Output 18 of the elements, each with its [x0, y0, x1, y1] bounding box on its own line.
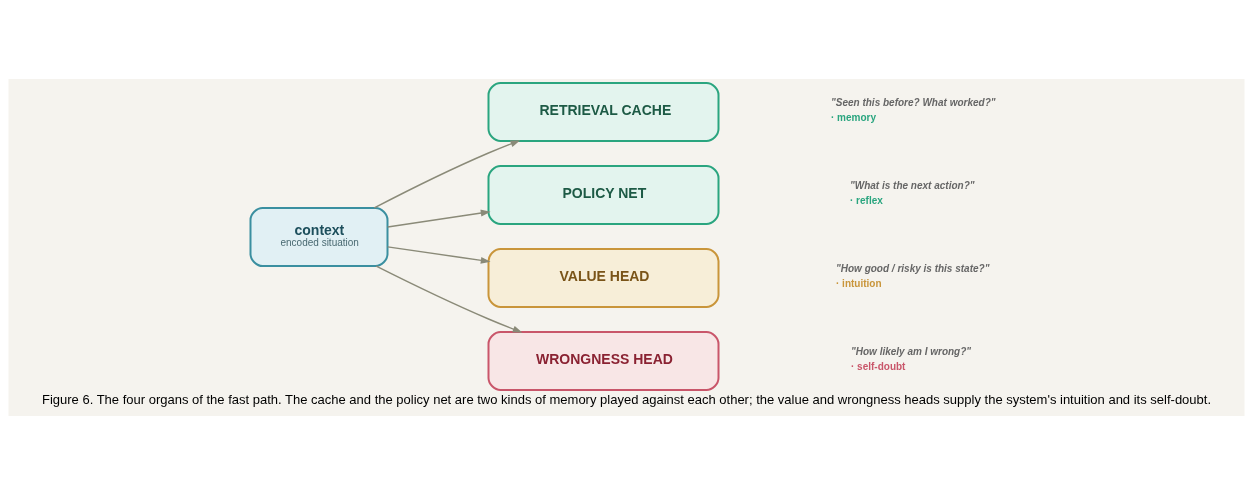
node-label: · reflex: [850, 194, 883, 206]
node-box: VALUE HEAD: [487, 247, 720, 308]
arrow: [386, 209, 491, 228]
node-label: "What is the next action?": [850, 179, 975, 191]
node-label: "Seen this before? What worked?": [831, 96, 996, 108]
node-label: · memory: [831, 111, 877, 123]
arrow: [375, 264, 523, 333]
arrow: [373, 139, 521, 209]
node-box: WRONGNESS HEAD: [487, 330, 720, 391]
node-box: POLICY NET: [487, 164, 720, 225]
arrow: [386, 245, 491, 264]
node-box: RETRIEVAL CACHE: [487, 81, 720, 142]
node-label: "How good / risky is this state?": [836, 262, 990, 274]
caption: Figure 6. The four organs of the fast path. The cache and the policy net are two kinds of memory played against each other; the value and wrongness heads supply the system's intuition and its self-doubt.: [41, 391, 1212, 407]
node-label: "How likely am I wrong?": [851, 345, 972, 357]
node-label: · self-doubt: [851, 360, 906, 372]
node-label: · intuition: [836, 277, 882, 289]
node-box: context encoded situation: [249, 206, 389, 267]
